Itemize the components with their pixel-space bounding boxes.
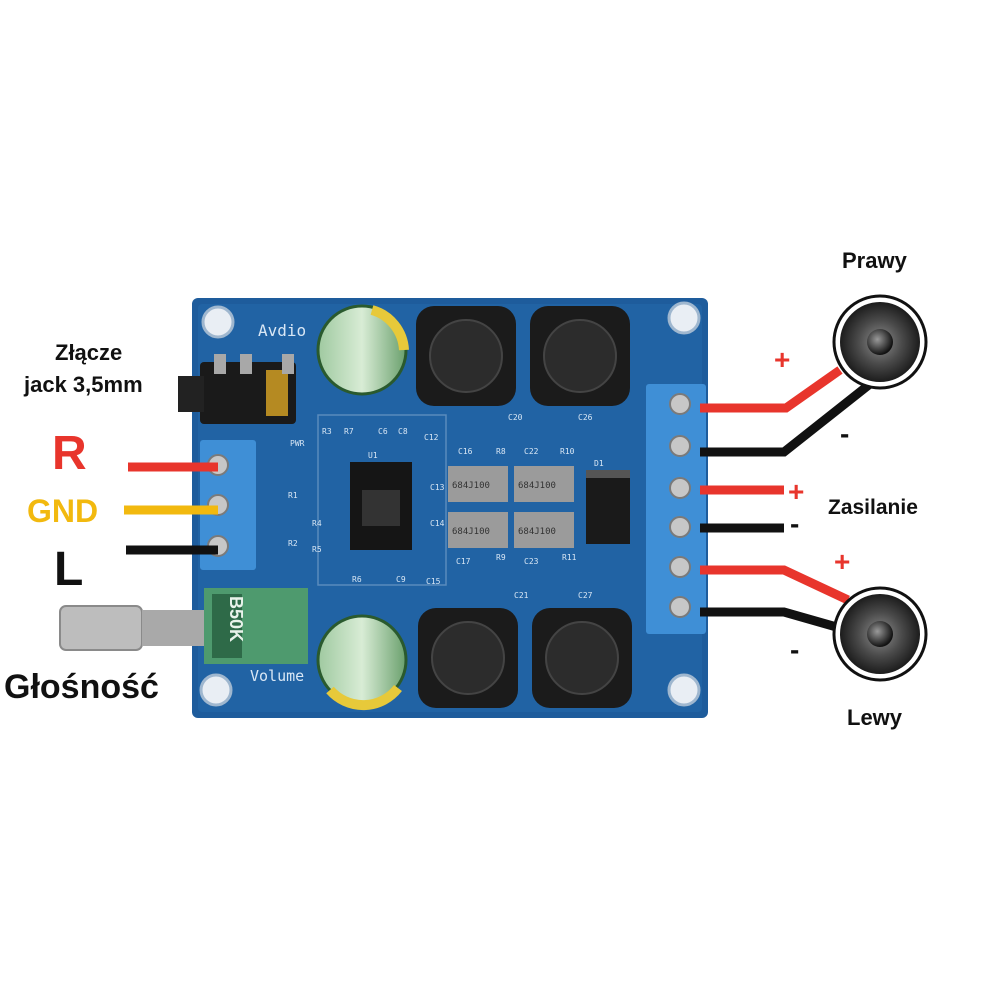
amplifier-chip xyxy=(350,462,412,550)
wire-right-minus xyxy=(700,380,873,457)
ref-designator: C12 xyxy=(424,433,439,442)
ref-designator: C6 xyxy=(378,427,388,436)
cap-code: 684J100 xyxy=(518,481,556,491)
cap-code: 684J100 xyxy=(452,527,490,537)
ref-designator: C9 xyxy=(396,575,406,584)
audio-jack-socket xyxy=(178,354,296,424)
ref-designator: C13 xyxy=(430,483,445,492)
mount-hole-icon xyxy=(199,673,233,707)
ref-designator: R10 xyxy=(560,447,575,456)
mount-hole-icon xyxy=(201,305,235,339)
inductor-coil xyxy=(530,306,630,406)
screw-icon xyxy=(669,435,691,457)
ref-designator: C15 xyxy=(426,577,441,586)
wire-right-plus xyxy=(700,366,843,413)
diode xyxy=(586,470,630,544)
ref-designator: C17 xyxy=(456,557,471,566)
electrolytic-capacitor-bottom xyxy=(316,614,408,711)
ref-designator: C22 xyxy=(524,447,539,456)
ref-designator: C14 xyxy=(430,519,445,528)
ref-designator: C20 xyxy=(508,413,523,422)
silk-volume: Volume xyxy=(250,667,304,685)
cap-code: 684J100 xyxy=(518,527,556,537)
ref-designator: PWR xyxy=(290,439,305,448)
minus-power: - xyxy=(790,508,800,539)
jack-label-line2: jack 3,5mm xyxy=(24,372,143,397)
mount-hole-icon xyxy=(667,301,701,335)
inductor-coil xyxy=(416,306,516,406)
plus-power: + xyxy=(788,476,805,507)
label-gnd: GND xyxy=(27,493,99,529)
plus-right: + xyxy=(774,344,791,375)
silk-audio: Avdio xyxy=(258,321,306,340)
ref-designator: C16 xyxy=(458,447,473,456)
ref-designator: R4 xyxy=(312,519,322,528)
ref-designator: C27 xyxy=(578,591,593,600)
inductor-coil xyxy=(532,608,632,708)
wire-left-minus xyxy=(700,607,842,633)
screw-icon xyxy=(669,516,691,538)
pot-code: B50K xyxy=(226,596,246,642)
electrolytic-capacitor-top xyxy=(316,304,409,396)
ref-designator: R11 xyxy=(562,553,577,562)
ref-designator: R3 xyxy=(322,427,332,436)
ref-designator: C23 xyxy=(524,557,539,566)
plus-left: + xyxy=(834,546,851,577)
ref-designator: C26 xyxy=(578,413,593,422)
screw-icon xyxy=(669,596,691,618)
screw-icon xyxy=(669,477,691,499)
ref-designator: R9 xyxy=(496,553,506,562)
output-terminal-block xyxy=(646,384,706,634)
left-speaker-label: Lewy xyxy=(847,705,903,730)
input-wires xyxy=(124,462,218,555)
screw-icon xyxy=(669,393,691,415)
power-label: Zasilanie xyxy=(828,496,918,519)
volume-potentiometer: B50K xyxy=(59,588,308,664)
inductor-coil xyxy=(418,608,518,708)
ref-designator: R1 xyxy=(288,491,298,500)
ref-designator: U1 xyxy=(368,451,378,460)
ref-designator: R2 xyxy=(288,539,298,548)
ref-designator: D1 xyxy=(594,459,604,468)
ref-designator: C21 xyxy=(514,591,529,600)
label-l: L xyxy=(54,543,84,596)
jack-label-line1: Złącze xyxy=(55,340,123,365)
speaker-right-icon xyxy=(832,294,928,390)
film-capacitors: 684J100 684J100 684J100 684J100 xyxy=(448,466,574,548)
output-wires xyxy=(700,366,873,633)
right-speaker-label: Prawy xyxy=(842,248,907,273)
wire-left-plus xyxy=(700,565,850,605)
minus-left: - xyxy=(790,634,800,665)
speaker-left-icon xyxy=(832,586,928,682)
ref-designator: R7 xyxy=(344,427,354,436)
ref-designator: R5 xyxy=(312,545,322,554)
mount-hole-icon xyxy=(667,673,701,707)
cap-code: 684J100 xyxy=(452,481,490,491)
ref-designator: R6 xyxy=(352,575,362,584)
label-r: R xyxy=(52,427,87,480)
ref-designator: R8 xyxy=(496,447,506,456)
minus-right: - xyxy=(840,418,850,449)
volume-label: Głośność xyxy=(4,668,159,706)
screw-icon xyxy=(669,556,691,578)
ref-designator: C8 xyxy=(398,427,408,436)
